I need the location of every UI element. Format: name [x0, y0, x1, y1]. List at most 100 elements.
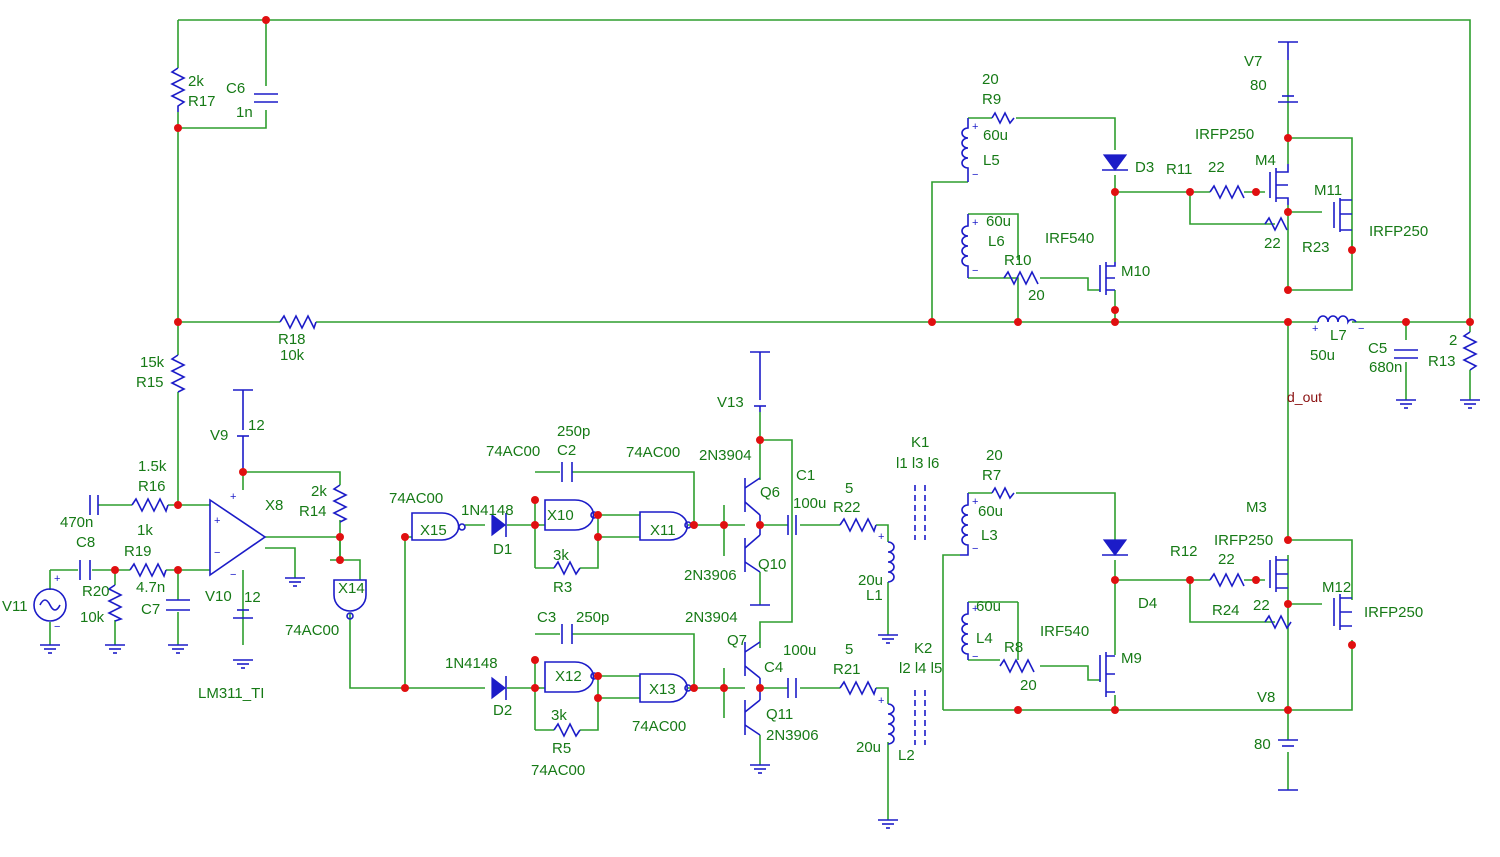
- inductor-l6-symbol: [961, 214, 969, 278]
- x12-type: 74AC00: [531, 762, 585, 779]
- polarity-marks: +− +− +− +− +− +− ++ +−: [54, 121, 1364, 707]
- l2-label: L2: [898, 747, 915, 764]
- x15-type: 74AC00: [389, 490, 443, 507]
- d1-type: 1N4148: [461, 502, 514, 519]
- r12-value: 22: [1218, 551, 1235, 568]
- v11-label: V11: [2, 598, 28, 615]
- q7-label: Q7: [727, 632, 747, 649]
- labels: 2k R17 C6 1n 20 R9 60u L5 60u L6 R10 20 …: [2, 53, 1457, 779]
- r18-label: R18: [278, 331, 306, 348]
- svg-text:−: −: [214, 547, 220, 559]
- r7-label: R7: [982, 467, 1001, 484]
- x8-label: X8: [265, 497, 283, 514]
- x11-type: 74AC00: [626, 444, 680, 461]
- transistor-q11-symbol: [744, 688, 761, 736]
- v10-label: V10: [205, 588, 232, 605]
- v7-label: V7: [1244, 53, 1262, 70]
- c2-value: 250p: [557, 423, 590, 440]
- c8-value: 470n: [60, 514, 93, 531]
- l1-value: 20u: [858, 572, 883, 589]
- capacitor-c5-symbol: [1394, 349, 1418, 359]
- transistor-q6-symbol: [744, 477, 761, 525]
- q6-label: Q6: [760, 484, 780, 501]
- v13-label: V13: [717, 394, 744, 411]
- c5-label: C5: [1368, 340, 1387, 357]
- resistor-r14-symbol: [332, 484, 348, 523]
- x13-type: 74AC00: [632, 718, 686, 735]
- junctions: [111, 16, 1474, 714]
- diode-d1-symbol: [491, 513, 507, 537]
- r9-value: 20: [982, 71, 999, 88]
- r17-value: 2k: [188, 73, 204, 90]
- inductor-l4-symbol: [961, 602, 969, 660]
- svg-text:+: +: [972, 121, 978, 133]
- k1-label: K1: [911, 434, 929, 451]
- l2-value: 20u: [856, 739, 881, 756]
- gate-x14-symbol: [333, 579, 367, 620]
- l3-label: L3: [981, 527, 998, 544]
- r3-value: 3k: [553, 547, 569, 564]
- d2-type: 1N4148: [445, 655, 498, 672]
- c3-value: 250p: [576, 609, 609, 626]
- d-out-net-label: d_out: [1287, 389, 1322, 405]
- k2-label: K2: [914, 640, 932, 657]
- c1-label: C1: [796, 467, 815, 484]
- l5-value: 60u: [983, 127, 1008, 144]
- source-v10-symbol: [233, 609, 253, 619]
- c6-value: 1n: [236, 104, 253, 121]
- inductor-l2-symbol: [887, 703, 895, 745]
- r8-value: 20: [1020, 677, 1037, 694]
- resistor-r21-symbol: [839, 680, 877, 697]
- m11-label: M11: [1314, 182, 1342, 199]
- l7-label: L7: [1330, 327, 1347, 344]
- m4-label: M4: [1255, 152, 1276, 169]
- c7-value: 4.7n: [136, 579, 165, 596]
- k1-coils: l1 l3 l6: [896, 455, 939, 472]
- v9-label: V9: [210, 427, 228, 444]
- c8-label: C8: [76, 534, 95, 551]
- diode-d4-symbol: [1102, 539, 1128, 557]
- svg-text:+: +: [878, 695, 884, 707]
- c3-label: C3: [537, 609, 556, 626]
- resistor-r8-symbol: [999, 658, 1035, 674]
- irfp250-a-label: IRFP250: [1195, 126, 1254, 143]
- core-k2-symbol: [914, 690, 926, 745]
- resistor-r7-symbol: [991, 486, 1015, 500]
- r16-value: 1.5k: [138, 458, 167, 475]
- core-k1-symbol: [914, 485, 926, 540]
- gate-x15-symbol: [411, 512, 466, 541]
- x11-label: X11: [650, 522, 676, 539]
- resistor-r13-symbol: [1462, 331, 1478, 371]
- r5-label: R5: [552, 740, 571, 757]
- source-v9-symbol: [233, 389, 253, 472]
- mosfet-m10-symbol: [1099, 262, 1116, 295]
- k2-coils: l2 l4 l5: [899, 660, 942, 677]
- m12-label: M12: [1322, 579, 1351, 596]
- inductor-l7-symbol: [1317, 315, 1357, 325]
- irfp250-b-label: IRFP250: [1369, 223, 1428, 240]
- svg-text:−: −: [1358, 323, 1364, 335]
- r21-label: R21: [833, 661, 861, 678]
- svg-text:−: −: [972, 169, 978, 181]
- r23-value: 22: [1264, 235, 1281, 252]
- x13-label: X13: [649, 681, 676, 698]
- irf540-top-label: IRF540: [1045, 230, 1094, 247]
- irf540-bot-label: IRF540: [1040, 623, 1089, 640]
- x10-label: X10: [547, 507, 574, 524]
- mosfet-m12-symbol: [1333, 594, 1352, 630]
- c4-value: 100u: [783, 642, 816, 659]
- r19-value: 1k: [137, 522, 153, 539]
- inductor-l1-symbol: [887, 541, 895, 583]
- l1-label: L1: [866, 587, 883, 604]
- resistor-r18-symbol: [279, 314, 317, 331]
- x14-label: X14: [338, 580, 365, 597]
- mosfet-m3-symbol: [1269, 556, 1288, 592]
- l4-value: 60u: [976, 598, 1001, 615]
- resistor-r24-symbol: [1264, 614, 1292, 630]
- d1-label: D1: [493, 541, 512, 558]
- svg-text:+: +: [230, 491, 236, 503]
- x12-label: X12: [555, 668, 582, 685]
- mosfet-m4-symbol: [1269, 164, 1289, 205]
- svg-text:−: −: [972, 265, 978, 277]
- capacitor-c7-symbol: [166, 599, 190, 611]
